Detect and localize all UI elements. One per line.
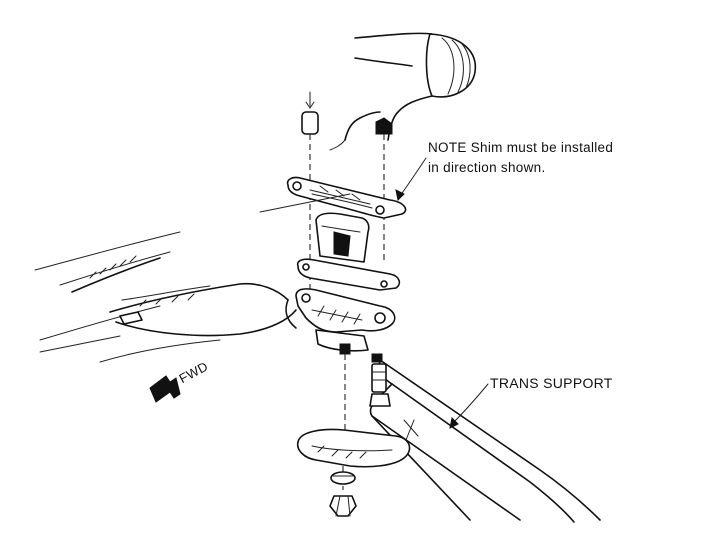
transmission-extension-housing [329, 32, 477, 151]
mount-bracket [295, 288, 396, 450]
lower-retainer [296, 428, 411, 468]
trans-support-leader [449, 383, 489, 429]
rubber-mount [296, 212, 401, 291]
fwd-arrow-icon [149, 375, 181, 403]
housing-stud [375, 117, 393, 260]
note-text-line2: in direction shown. [428, 160, 546, 175]
upper-bolt [301, 91, 319, 300]
note-text-line1: NOTE Shim must be installed [428, 140, 614, 155]
frame-rails [34, 193, 351, 363]
lower-nut [329, 466, 357, 517]
lower-bolt [369, 353, 391, 407]
trans-support-label: TRANS SUPPORT [490, 375, 613, 391]
note-leader [395, 157, 427, 202]
shim-plate [286, 176, 407, 219]
